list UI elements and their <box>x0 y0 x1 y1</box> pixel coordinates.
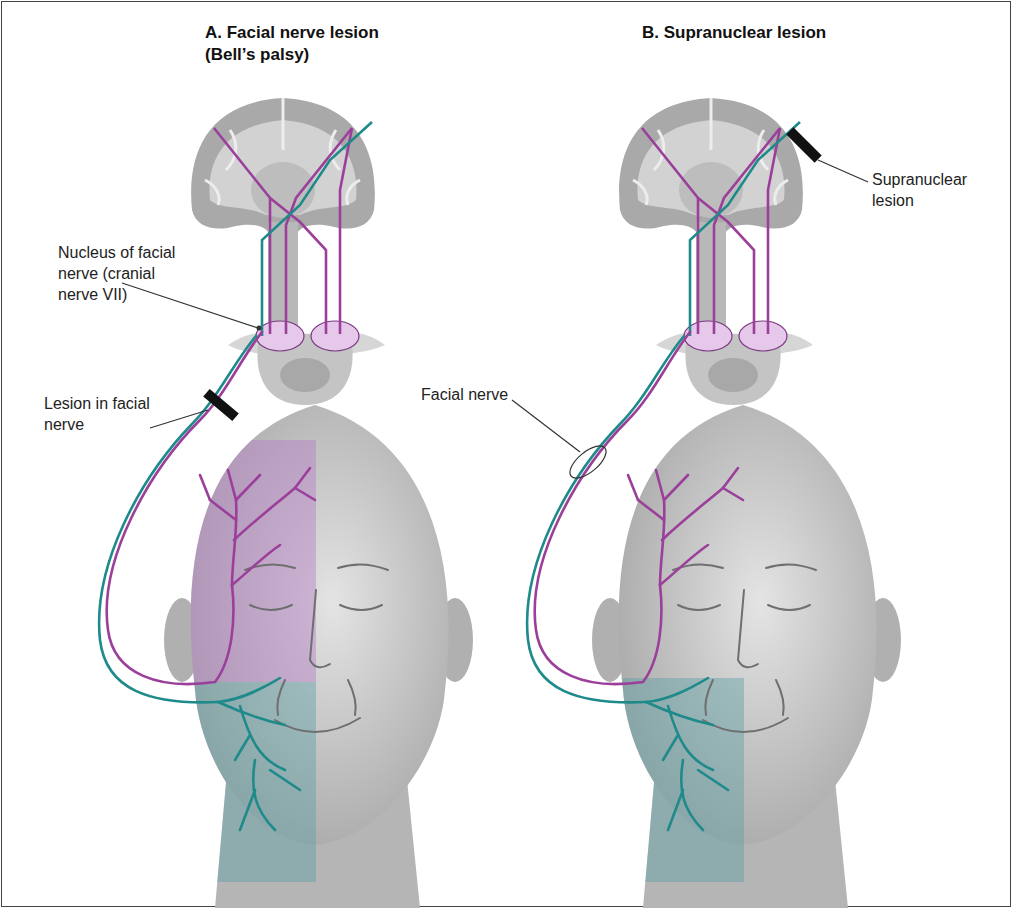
panel-heading: B. Supranuclear lesion <box>642 22 902 44</box>
lesion-label: Lesion in facial nerve <box>44 394 150 436</box>
nerve-label: Facial nerve <box>421 385 531 406</box>
nucleus-label: Nucleus of facial nerve (cranial nerve V… <box>58 243 186 305</box>
lesion-label: Supranuclear lesion <box>872 170 984 212</box>
panel-heading: A. Facial nerve lesion (Bell’s palsy) <box>205 22 420 66</box>
